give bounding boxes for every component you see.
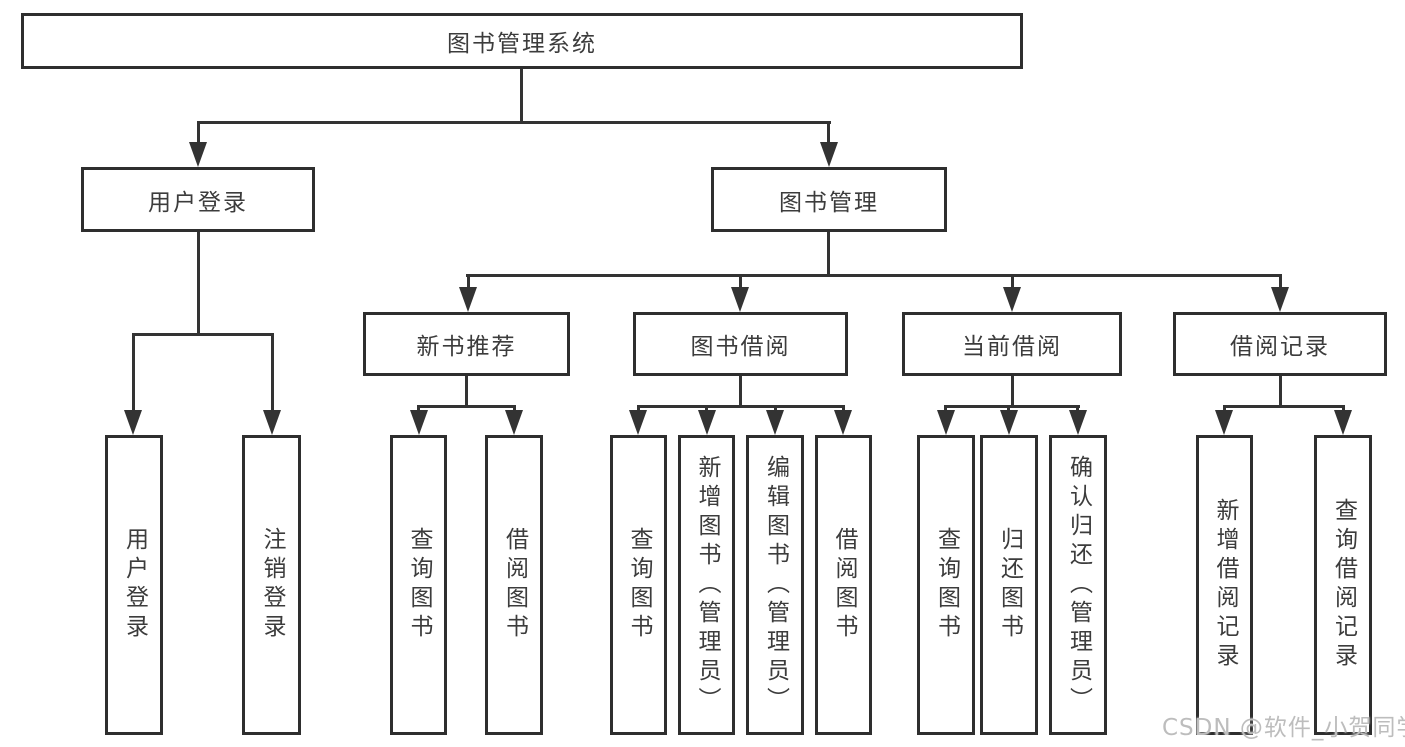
arrow-down-icon <box>410 410 428 435</box>
connector-line <box>1279 376 1282 408</box>
node-label: 查询借阅记录 <box>1330 498 1357 672</box>
node-label: 借阅记录 <box>1230 334 1330 360</box>
arrow-down-icon <box>731 287 749 312</box>
connector-line <box>739 376 742 408</box>
node-label: 用户登录 <box>121 527 148 643</box>
arrow-down-icon <box>834 410 852 435</box>
connector-line <box>466 274 1282 277</box>
node-label: 当前借阅 <box>962 334 1062 360</box>
arrow-down-icon <box>1271 287 1289 312</box>
arrow-down-icon <box>263 410 281 435</box>
connector-line <box>513 405 516 413</box>
leaf-user-login-action: 用户登录 <box>105 435 163 735</box>
node-user-login: 用户登录 <box>81 167 315 232</box>
arrow-down-icon <box>1003 287 1021 312</box>
node-label: 注销登录 <box>259 527 285 643</box>
node-label: 新书推荐 <box>416 334 517 360</box>
connector-line <box>197 232 200 336</box>
node-label: 查询图书 <box>933 527 960 643</box>
connector-line <box>1279 274 1282 289</box>
node-label: 编辑图书（管理员） <box>762 454 789 716</box>
arrow-down-icon <box>1334 410 1352 435</box>
arrow-down-icon <box>820 142 838 167</box>
arrow-down-icon <box>766 410 784 435</box>
connector-line <box>827 121 830 144</box>
connector-line <box>774 405 777 413</box>
connector-line <box>944 405 1080 408</box>
connector-line <box>1223 405 1345 408</box>
leaf-br-add-record: 新增借阅记录 <box>1196 435 1253 735</box>
connector-line <box>197 121 200 144</box>
leaf-cb-confirm-return-admin: 确认归还（管理员） <box>1049 435 1107 735</box>
node-label: 新增借阅记录 <box>1212 498 1238 672</box>
csdn-watermark: CSDN @软件_小贺同学 <box>1162 715 1405 741</box>
connector-line <box>739 274 742 289</box>
node-label: 借阅图书 <box>501 527 528 643</box>
leaf-cb-return-books: 归还图书 <box>980 435 1038 735</box>
leaf-nb-query-books: 查询图书 <box>390 435 447 735</box>
connector-line <box>1007 405 1010 413</box>
arrow-down-icon <box>1069 410 1087 435</box>
connector-line <box>197 121 831 124</box>
arrow-down-icon <box>124 410 142 435</box>
connector-line <box>842 405 845 413</box>
node-label: 图书借阅 <box>690 334 791 360</box>
node-label: 查询图书 <box>406 527 432 643</box>
connector-line <box>637 405 640 413</box>
arrow-down-icon <box>189 142 207 167</box>
leaf-bb-add-books-admin: 新增图书（管理员） <box>678 435 735 735</box>
connector-line <box>1223 405 1226 413</box>
connector-line <box>465 376 468 408</box>
node-borrowing-records: 借阅记录 <box>1173 312 1387 376</box>
connector-line <box>417 405 516 408</box>
node-label: 查询图书 <box>626 527 652 643</box>
node-label: 图书管理系统 <box>447 31 597 57</box>
connector-line <box>1011 274 1014 289</box>
connector-line <box>1011 376 1014 408</box>
connector-line <box>132 333 274 336</box>
node-label: 新增图书（管理员） <box>694 454 720 716</box>
node-new-book-recommend: 新书推荐 <box>363 312 570 376</box>
leaf-bb-edit-books-admin: 编辑图书（管理员） <box>746 435 804 735</box>
node-label: 归还图书 <box>996 527 1023 643</box>
connector-line <box>827 232 830 277</box>
leaf-bb-borrow-books: 借阅图书 <box>815 435 872 735</box>
node-root-library-management-system: 图书管理系统 <box>21 13 1023 69</box>
leaf-bb-query-books: 查询图书 <box>610 435 667 735</box>
arrow-down-icon <box>629 410 647 435</box>
node-label: 用户登录 <box>148 189 248 216</box>
connector-line <box>637 405 845 408</box>
connector-line <box>944 405 947 413</box>
connector-line <box>1342 405 1345 413</box>
node-book-management: 图书管理 <box>711 167 947 232</box>
leaf-nb-borrow-books: 借阅图书 <box>485 435 543 735</box>
leaf-cb-query-books: 查询图书 <box>917 435 975 735</box>
leaf-br-query-record: 查询借阅记录 <box>1314 435 1372 735</box>
connector-line <box>271 333 274 412</box>
leaf-logout-action: 注销登录 <box>242 435 301 735</box>
node-label: 确认归还（管理员） <box>1065 454 1092 716</box>
connector-line <box>1076 405 1079 413</box>
arrow-down-icon <box>1000 410 1018 435</box>
arrow-down-icon <box>1215 410 1233 435</box>
connector-line <box>705 405 708 413</box>
connector-line <box>467 274 470 289</box>
arrow-down-icon <box>698 410 716 435</box>
node-label: 借阅图书 <box>831 527 857 643</box>
connector-line <box>417 405 420 413</box>
node-label: 图书管理 <box>779 189 879 216</box>
node-book-borrowing: 图书借阅 <box>633 312 848 376</box>
connector-line <box>520 69 523 123</box>
connector-line <box>132 333 135 412</box>
arrow-down-icon <box>937 410 955 435</box>
arrow-down-icon <box>505 410 523 435</box>
node-current-borrowing: 当前借阅 <box>902 312 1122 376</box>
arrow-down-icon <box>459 287 477 312</box>
